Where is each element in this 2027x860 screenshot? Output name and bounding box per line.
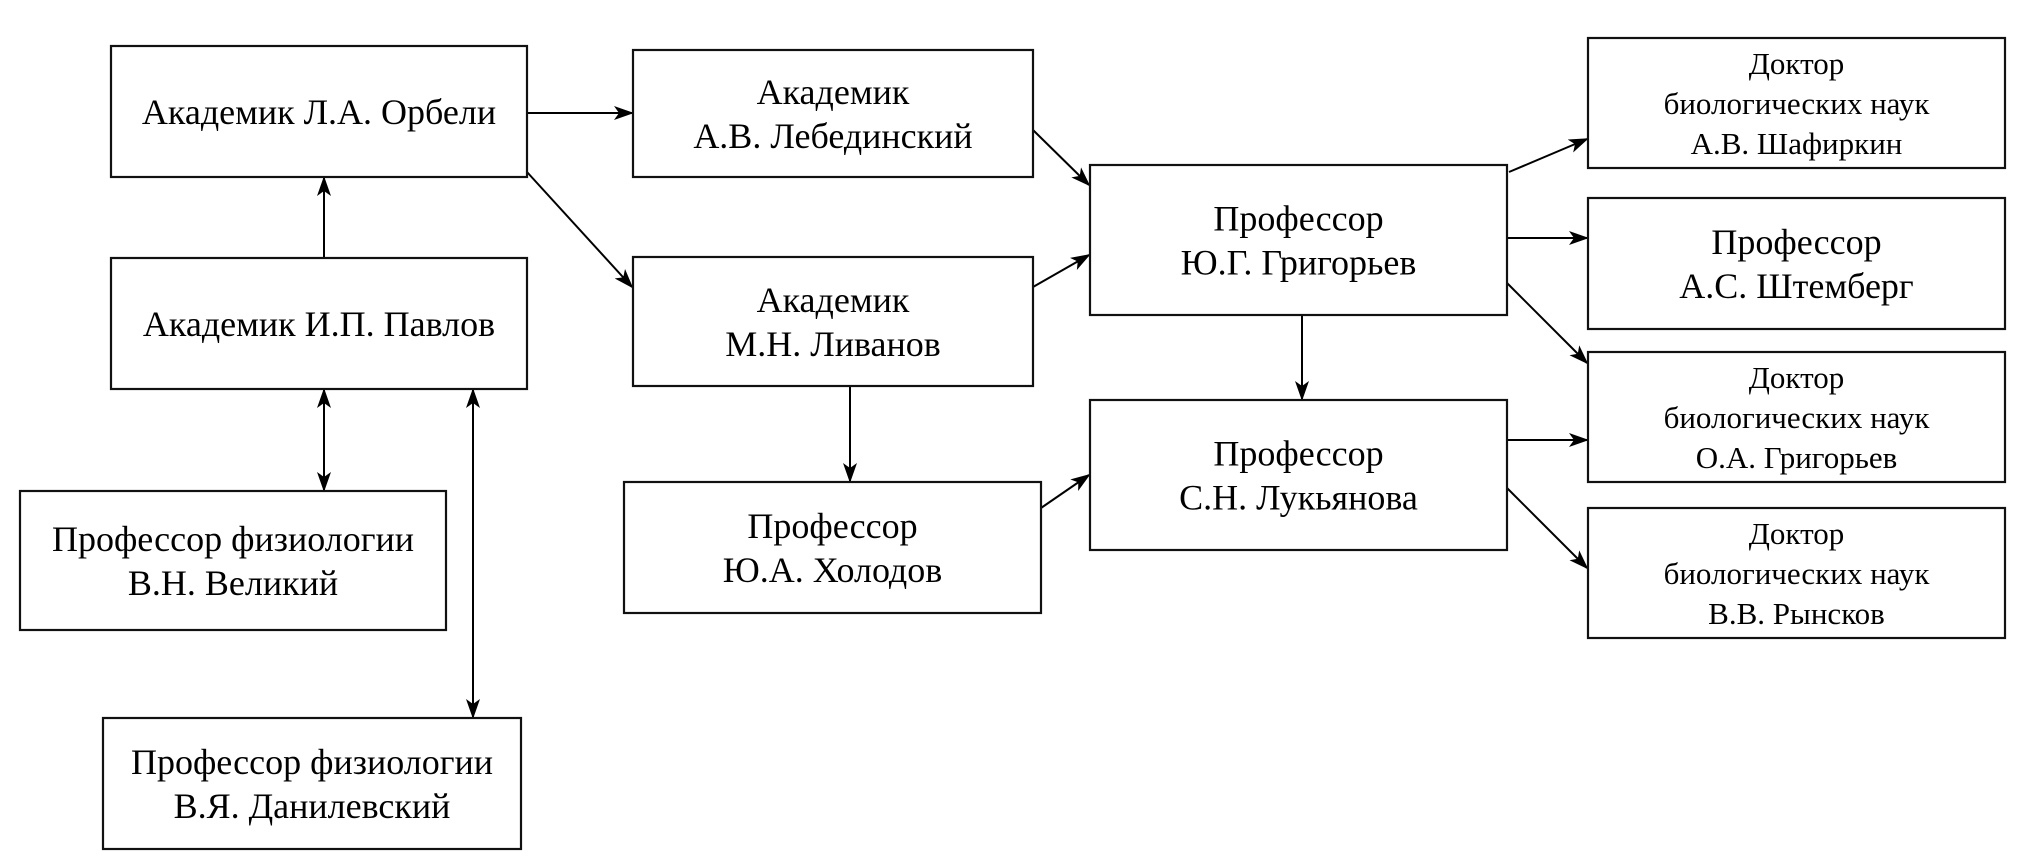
node-label-line: биологических наук (1664, 86, 1931, 121)
node-label-line: биологических наук (1664, 400, 1931, 435)
node-label-line: Профессор физиологии (131, 742, 493, 782)
node-box (101, 716, 523, 851)
edge-kholodov-to-lukyanova (1040, 473, 1091, 509)
node-box (1586, 196, 2007, 331)
node-box (622, 480, 1043, 615)
node-box (1088, 163, 1509, 317)
node-box (109, 44, 529, 179)
node-label-line: О.А. Григорьев (1696, 440, 1898, 475)
node-label-line: биологических наук (1664, 556, 1931, 591)
node-pavlov: Академик И.П. Павлов (109, 256, 529, 391)
edge-orbeli-to-livanov (526, 171, 634, 289)
node-box (631, 48, 1035, 179)
node-label-line: Профессор физиологии (52, 519, 414, 559)
edge-yu-grigoryev-to-shafirkin (1508, 138, 1589, 173)
node-box (631, 255, 1035, 388)
node-label-line: А.В. Шафиркин (1691, 126, 1903, 161)
node-label-line: Ю.А. Холодов (723, 550, 943, 590)
node-label-line: Академик Л.А. Орбели (142, 92, 496, 132)
node-box (109, 256, 529, 391)
node-box (1586, 36, 2007, 170)
edge-yu-grigoryev-to-oa-grigoryev (1506, 282, 1589, 365)
node-label-line: С.Н. Лукьянова (1179, 478, 1418, 518)
node-label-line: Академик И.П. Павлов (143, 304, 495, 344)
node-label-line: М.Н. Ливанов (725, 324, 940, 364)
node-label-line: Доктор (1749, 360, 1844, 395)
edge-lukyanova-to-rynskov (1506, 487, 1589, 570)
node-label-line: В.Н. Великий (128, 563, 338, 603)
node-label-line: Профессор (1213, 434, 1383, 474)
node-box (18, 489, 448, 632)
edge-livanov-to-yu-grigoryev (1032, 254, 1091, 288)
node-label-line: А.С. Штемберг (1679, 266, 1913, 306)
node-box (1088, 398, 1509, 552)
edge-lebedinsky-to-yu-grigoryev (1032, 129, 1091, 187)
node-label-line: Академик (757, 72, 910, 112)
node-orbeli: Академик Л.А. Орбели (109, 44, 529, 179)
node-label-line: Доктор (1749, 46, 1844, 81)
node-label-line: Профессор (1213, 199, 1383, 239)
node-box (1586, 350, 2007, 484)
node-label-line: Профессор (747, 506, 917, 546)
node-box (1586, 506, 2007, 640)
node-label-line: Профессор (1711, 222, 1881, 262)
node-label-line: А.В. Лебединский (693, 116, 972, 156)
node-label-line: Доктор (1749, 516, 1844, 551)
node-label-line: В.В. Рынсков (1708, 596, 1885, 631)
node-label-line: Академик (757, 280, 910, 320)
edges-layer (317, 106, 1589, 719)
node-label-line: В.Я. Данилевский (174, 786, 451, 826)
node-label-line: Ю.Г. Григорьев (1181, 243, 1417, 283)
